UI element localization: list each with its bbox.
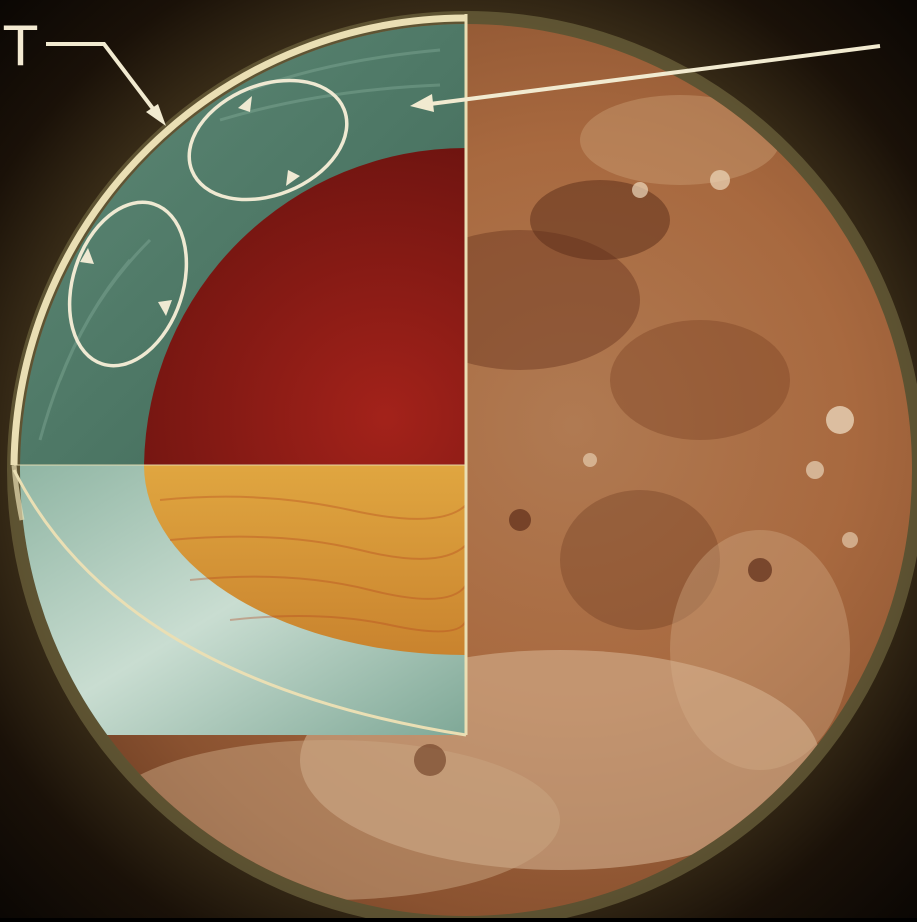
layer-label-left: T [4, 20, 37, 74]
